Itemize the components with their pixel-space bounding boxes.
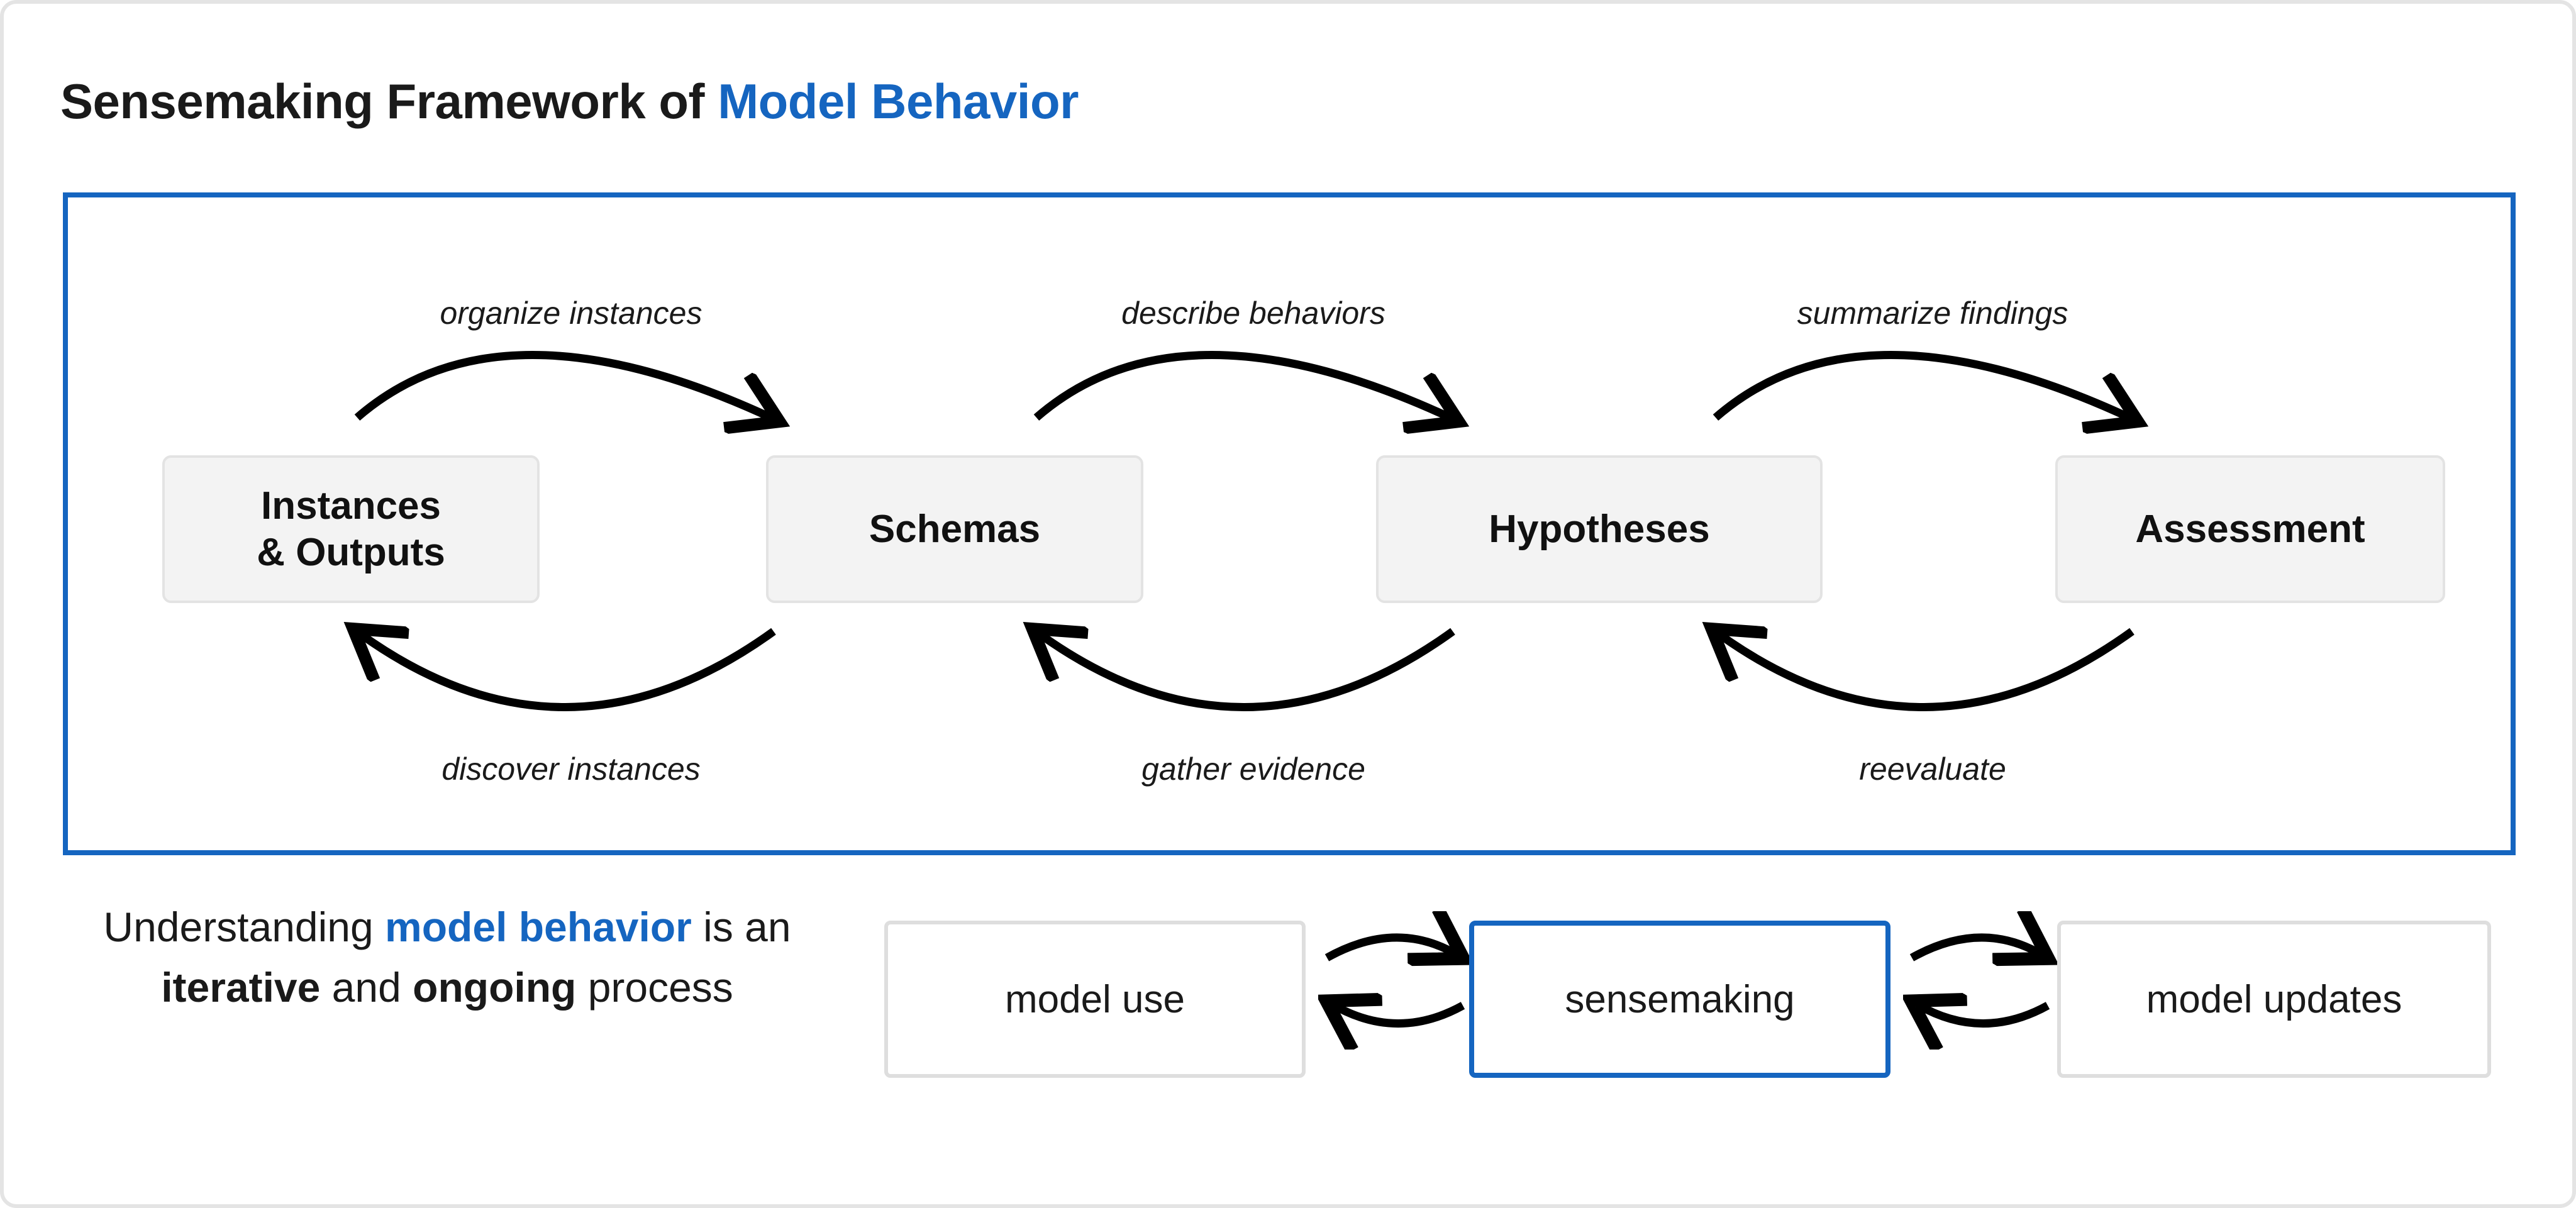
stage-label-assessment: Assessment <box>2135 507 2365 551</box>
arrow-forward-1 <box>354 351 774 419</box>
arrow-backward-1 <box>358 631 776 711</box>
cycle-box-model-use[interactable]: model use <box>884 921 1306 1078</box>
caption-strong-ongoing: ongoing <box>413 964 577 1011</box>
cycle-arrows-left <box>1318 911 1475 1050</box>
arrow-backward-2 <box>1038 631 1455 711</box>
caption-text: Understanding model behavior is an itera… <box>73 897 821 1018</box>
cycle-label-sensemaking: sensemaking <box>1565 977 1795 1021</box>
arc-label-forward-3: summarize findings <box>1797 296 2068 331</box>
cycle-arrows-right <box>1903 911 2060 1050</box>
stage-box-hypotheses[interactable]: Hypotheses <box>1376 455 1823 603</box>
cycle-arrow-left-bottom-2 <box>1917 1004 2050 1024</box>
arc-label-forward-2: describe behaviors <box>1121 296 1385 331</box>
bottom-section: Understanding model behavior is an itera… <box>4 884 2572 1148</box>
caption-part-2: is an <box>691 904 791 950</box>
caption-part-4: process <box>576 964 733 1011</box>
stage-label-hypotheses: Hypotheses <box>1489 507 1710 551</box>
caption-strong-iterative: iterative <box>161 964 321 1011</box>
arrow-backward-3 <box>1717 631 2135 711</box>
caption-part-3: and <box>320 964 413 1011</box>
sensemaking-framework-panel: organize instances describe behaviors su… <box>63 192 2516 855</box>
arc-label-backward-2: gather evidence <box>1141 751 1365 787</box>
cycle-box-model-updates[interactable]: model updates <box>2057 921 2491 1078</box>
page-title-accent: Model Behavior <box>718 74 1079 129</box>
cycle-arrow-right-top <box>1324 938 1458 958</box>
caption-accent-model-behavior: model behavior <box>385 904 692 950</box>
page-title: Sensemaking Framework of Model Behavior <box>60 73 1079 130</box>
arrow-forward-3 <box>1713 351 2132 419</box>
stage-box-schemas[interactable]: Schemas <box>766 455 1143 603</box>
cycle-arrow-right-top-2 <box>1909 938 2043 958</box>
stage-box-instances-outputs[interactable]: Instances & Outputs <box>162 455 540 603</box>
cycle-arrow-left-bottom <box>1332 1004 1465 1024</box>
arc-label-forward-1: organize instances <box>440 296 702 331</box>
stage-box-assessment[interactable]: Assessment <box>2055 455 2445 603</box>
arrow-forward-2 <box>1033 351 1453 419</box>
arc-label-backward-3: reevaluate <box>1859 751 2006 787</box>
stage-label-schemas: Schemas <box>869 507 1041 551</box>
page-title-lead: Sensemaking Framework of <box>60 74 718 129</box>
arc-label-backward-1: discover instances <box>441 751 701 787</box>
cycle-label-model-use: model use <box>1004 977 1185 1021</box>
caption-part-1: Understanding <box>103 904 386 950</box>
cycle-label-model-updates: model updates <box>2146 977 2402 1021</box>
stage-label-instances-outputs: Instances & Outputs <box>257 484 445 574</box>
cycle-box-sensemaking[interactable]: sensemaking <box>1469 921 1890 1078</box>
